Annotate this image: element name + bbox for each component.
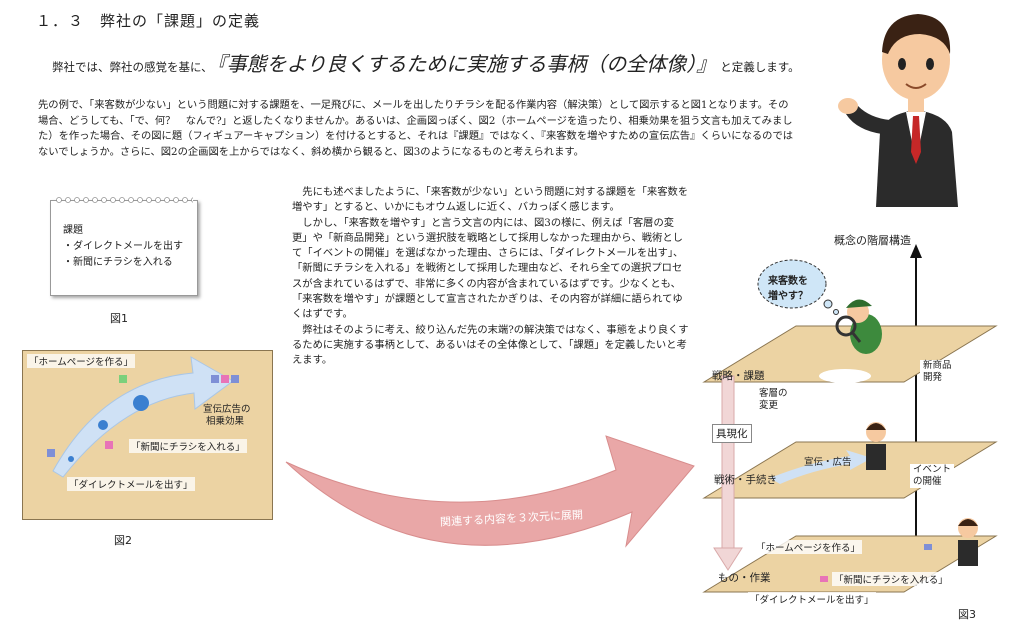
paragraph-2-sentence-2: しかし、「来客数を増やす」と言う文言の内には、図3の様に、例えば「客層の変更」や… bbox=[292, 216, 684, 321]
figure-3-layers bbox=[702, 244, 998, 593]
notepad-item-2: ・新聞にチラシを入れる bbox=[63, 257, 173, 268]
section-heading: １．３ 弊社の「課題」の定義 bbox=[36, 12, 261, 30]
thought-bubble-text: 来客数を 増やす？ bbox=[768, 272, 808, 302]
realize-label: 具現化 bbox=[712, 424, 752, 443]
figure-3-caption: 図3 bbox=[958, 608, 976, 621]
notepad-item-1: ・ダイレクトメールを出す bbox=[63, 241, 183, 252]
bubble-line-1: 来客数を bbox=[768, 276, 808, 287]
layer-2-option-b-line-2: の開催 bbox=[913, 476, 942, 487]
layer-2-option-b: イベント の開催 bbox=[910, 464, 955, 488]
layer-3-dm: 「ダイレクトメールを出す」 bbox=[748, 592, 876, 606]
body-paragraph-1: 先の例で、「来客数が少ない」という問題に対する課題を、一足飛びに、メールを出した… bbox=[38, 99, 794, 158]
body-paragraph-2: 先にも述べましたように、「来客数が少ない」という問題に対する課題を「来客数を増や… bbox=[292, 185, 689, 369]
notepad-title: 課題 bbox=[63, 225, 83, 236]
layer-1-option-a-line-1: 客層の bbox=[759, 388, 788, 399]
definition-suffix: と定義します。 bbox=[720, 60, 800, 74]
layer-3-homepage: 「ホームページを作る」 bbox=[754, 540, 863, 554]
definition-prefix: 弊社では、弊社の感覚を基に、 bbox=[52, 60, 213, 74]
expansion-arrow bbox=[285, 435, 695, 548]
axis-title: 概念の階層構造 bbox=[834, 234, 911, 247]
notepad-text: 課題 ・ダイレクトメールを出す ・新聞にチラシを入れる bbox=[63, 223, 183, 271]
layer-2-option-b-line-1: イベント bbox=[913, 464, 952, 475]
layer-1-option-b-line-1: 新商品 bbox=[923, 360, 952, 371]
definition-emphasis: 『事態をより良くするために実施する事柄（の全体像）』 bbox=[216, 52, 717, 76]
layer-3-flyer: 「新聞にチラシを入れる」 bbox=[832, 572, 950, 586]
layer-1-option-a-line-2: 変更 bbox=[759, 400, 779, 411]
fig2-flyer-label: 「新聞にチラシを入れる」 bbox=[129, 439, 247, 453]
layer-1-option-b: 新商品 開発 bbox=[920, 360, 955, 384]
paragraph-2-sentence-1: 先にも述べましたように、「来客数が少ない」という問題に対する課題を「来客数を増や… bbox=[292, 186, 689, 214]
figure-1-caption: 図1 bbox=[110, 312, 128, 325]
layer-1-label: 戦略・課題 bbox=[712, 370, 765, 382]
bubble-line-2: 増やす？ bbox=[768, 291, 808, 302]
layer-3-label: もの・作業 bbox=[718, 572, 771, 584]
notepad-spiral bbox=[55, 196, 193, 204]
layer-1-option-b-line-2: 開発 bbox=[923, 372, 943, 383]
paragraph-2-sentence-3: 弊社はそのように考え、絞り込んだ先の末端?の解決策ではなく、事態をより良くするた… bbox=[292, 323, 689, 367]
fig2-ad-label-2: 相乗効果 bbox=[206, 416, 245, 427]
layer-1-option-a: 客層の 変更 bbox=[756, 388, 791, 412]
layer-2-label: 戦術・手続き bbox=[714, 474, 777, 486]
fig2-dm-label: 「ダイレクトメールを出す」 bbox=[67, 477, 195, 491]
figure-1-notepad: 課題 ・ダイレクトメールを出す ・新聞にチラシを入れる bbox=[50, 196, 198, 296]
definition-line: 弊社では、弊社の感覚を基に、『事態をより良くするために実施する事柄（の全体像）』… bbox=[52, 48, 800, 77]
fig2-ad-label-1: 宣伝広告の bbox=[203, 404, 251, 415]
figure-2-board: 「ホームページを作る」 宣伝広告の 相乗効果 「新聞にチラシを入れる」 「ダイレ… bbox=[22, 350, 273, 520]
presenter-illustration bbox=[838, 14, 958, 207]
figure-2-caption: 図2 bbox=[114, 534, 132, 547]
layer-2-option-a: 宣伝・広告 bbox=[804, 457, 852, 468]
figure-2-arrow-graphic bbox=[47, 356, 239, 478]
fig2-homepage-label: 「ホームページを作る」 bbox=[27, 354, 136, 368]
